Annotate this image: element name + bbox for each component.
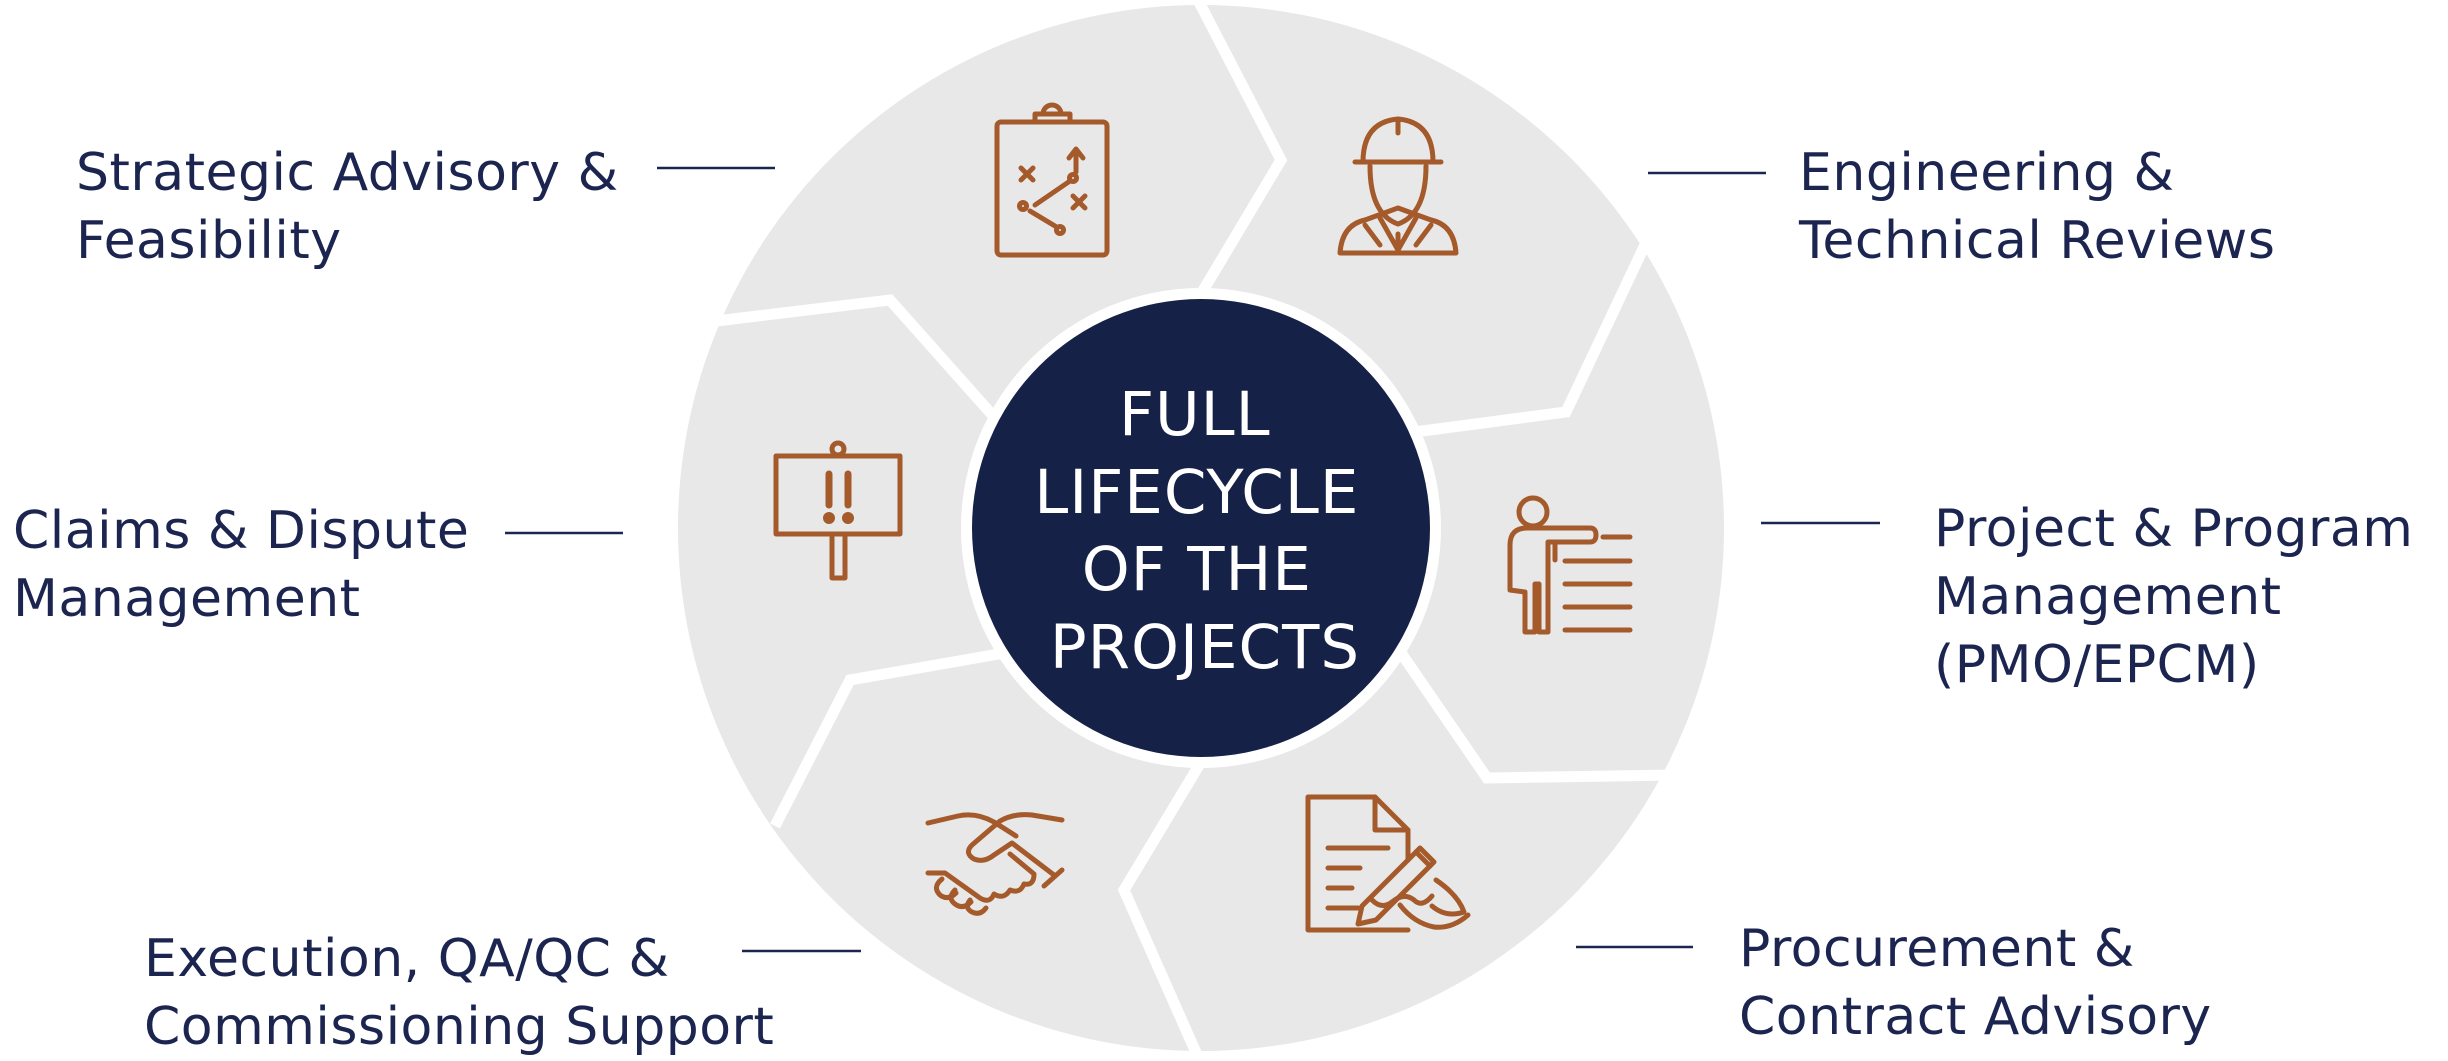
label-procurement: Procurement & Contract Advisory <box>1739 915 2212 1051</box>
separator-top <box>1193 0 1288 297</box>
label-strategic-advisory: Strategic Advisory & Feasibility <box>76 139 619 275</box>
label-execution-line-2: Commissioning Support <box>144 997 775 1057</box>
label-claims: Claims & Dispute Management <box>13 497 469 633</box>
label-strategic-line-2: Feasibility <box>76 211 342 271</box>
center-line-2: LIFECYCLE <box>1034 457 1359 528</box>
center-line-4: PROJECTS <box>1050 612 1360 683</box>
separator-bottom <box>1117 759 1206 1057</box>
label-engineering: Engineering & Technical Reviews <box>1799 139 2275 275</box>
label-execution: Execution, QA/QC & Commissioning Support <box>144 925 774 1061</box>
engineer-icon <box>1337 116 1459 256</box>
center-circle <box>972 299 1430 757</box>
label-claims-line-2: Management <box>13 569 361 629</box>
center-line-3: OF THE <box>1082 534 1312 605</box>
label-project-program: Project & Program Management (PMO/EPCM) <box>1934 495 2413 699</box>
separator-lower-left <box>770 646 1011 829</box>
label-project-line-2: Management <box>1934 567 2282 627</box>
label-engineering-line-1: Engineering & <box>1799 143 2175 203</box>
handshake-icon <box>925 812 1065 916</box>
separator-lower-right <box>1392 643 1677 784</box>
label-procurement-line-1: Procurement & <box>1739 919 2135 979</box>
label-execution-line-1: Execution, QA/QC & <box>144 929 670 989</box>
separator-upper-left <box>707 294 1000 422</box>
center-line-1: FULL <box>1119 379 1271 450</box>
label-project-line-3: (PMO/EPCM) <box>1934 635 2260 695</box>
label-procurement-line-2: Contract Advisory <box>1739 987 2212 1047</box>
segment-separators <box>707 0 1677 1057</box>
label-engineering-line-2: Technical Reviews <box>1799 211 2276 271</box>
label-strategic-line-1: Strategic Advisory & <box>76 143 619 203</box>
separator-upper-right <box>1406 227 1657 439</box>
label-claims-line-1: Claims & Dispute <box>13 501 470 561</box>
leader-lines <box>505 166 1880 953</box>
presenter-icon <box>1507 495 1633 635</box>
label-project-line-1: Project & Program <box>1934 499 2414 559</box>
warning-sign-icon <box>773 440 903 581</box>
contract-signing-icon <box>1305 794 1471 933</box>
center-title: FULL LIFECYCLE OF THE PROJECTS <box>1034 379 1380 683</box>
strategy-clipboard-icon <box>994 102 1110 258</box>
